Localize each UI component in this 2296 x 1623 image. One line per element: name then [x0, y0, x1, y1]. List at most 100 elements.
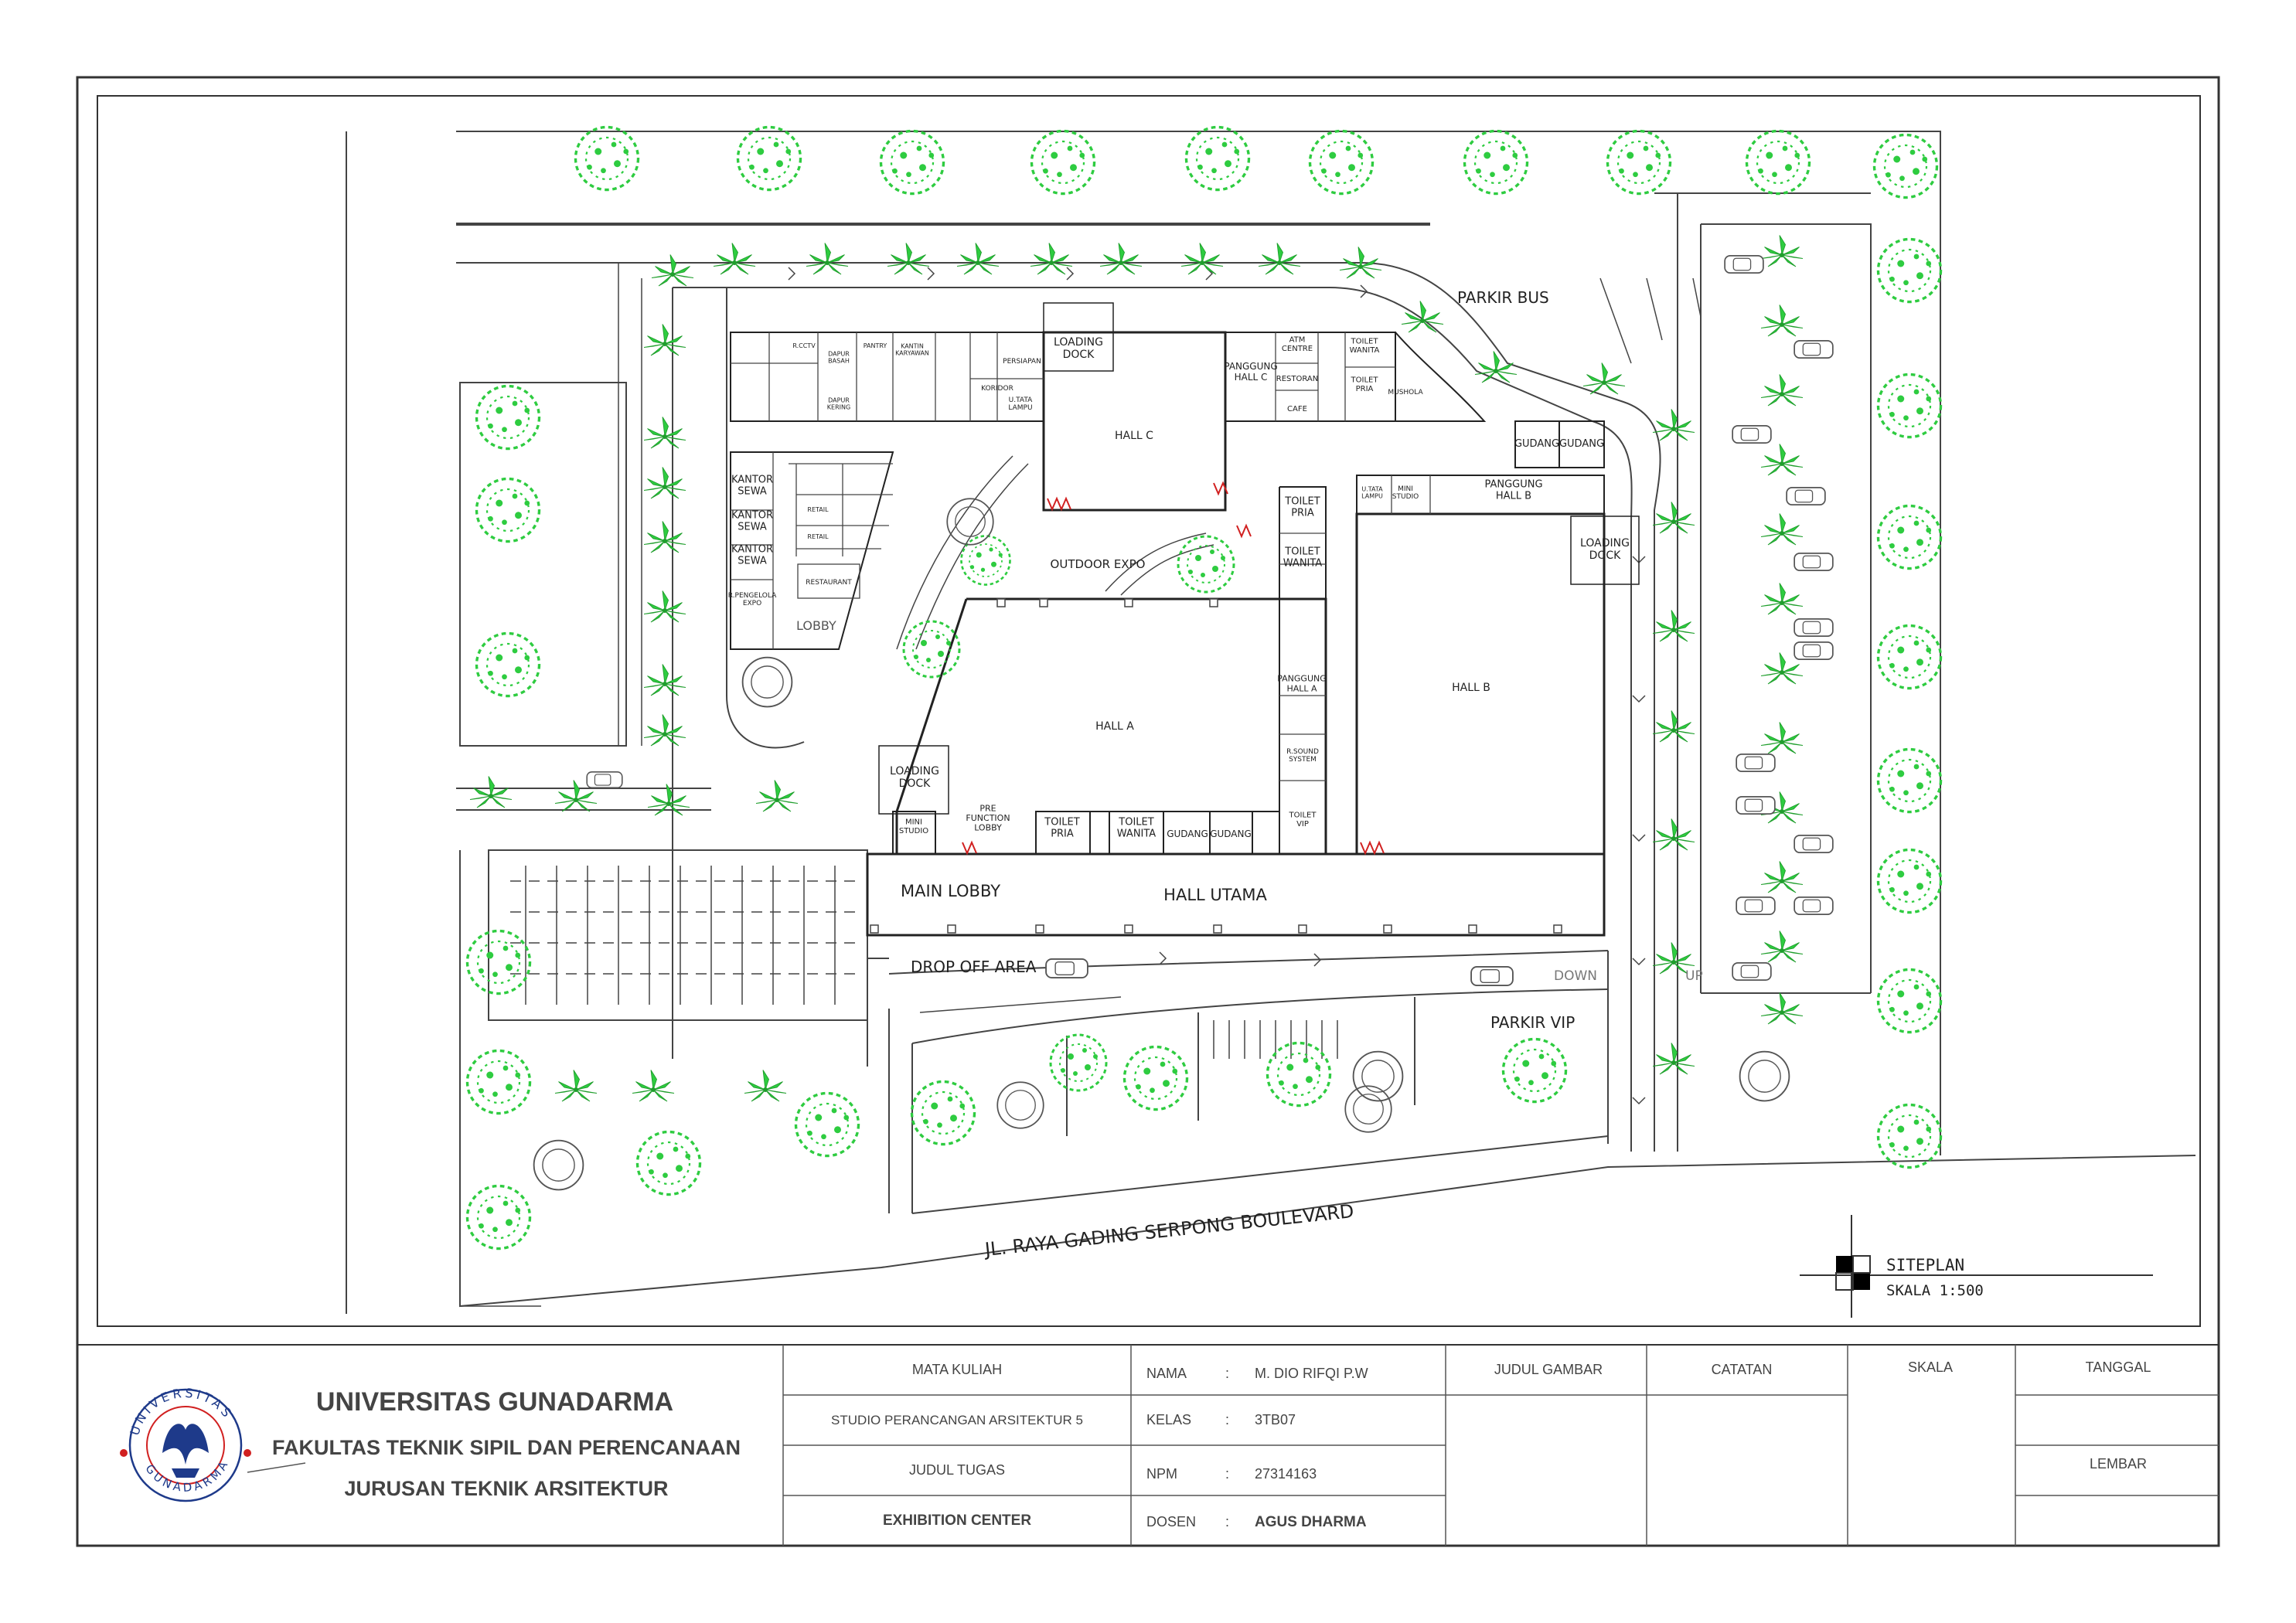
label-r-cctv: R.CCTV [792, 342, 816, 349]
department-name: JURUSAN TEKNIK ARSITEKTUR [344, 1477, 668, 1500]
outline-trees [533, 498, 1790, 1191]
doors [962, 481, 1385, 856]
site-boundary-east [456, 131, 1941, 1155]
label-parkir-vip: PARKIR VIP [1490, 1013, 1575, 1032]
label-cafe: CAFE [1287, 405, 1307, 413]
label-hall-utama: HALL UTAMA [1163, 886, 1267, 904]
drawing-frame [97, 95, 2201, 1327]
label-hall-b: HALL B [1452, 682, 1490, 694]
parked-cars [586, 255, 1834, 986]
traffic-arrows [788, 267, 1646, 1105]
siteplan-marker: SITEPLAN SKALA 1:500 [1800, 1215, 2153, 1318]
label-up: UP [1685, 968, 1703, 984]
label-road: JL. RAYA GADING SERPONG BOULEVARD [983, 1200, 1355, 1261]
tree-column-west [465, 384, 860, 1250]
vip-parking-stripes [1197, 1020, 1338, 1059]
label-gudang-ne-1: GUDANG [1514, 438, 1559, 450]
label-hall-a: HALL A [1095, 720, 1134, 733]
judul-tugas-label: JUDUL TUGAS [909, 1462, 1005, 1478]
label-main-lobby: MAIN LOBBY [901, 882, 1000, 900]
dosen-colon: : [1225, 1514, 1229, 1529]
label-drop-off-area: DROP OFF AREA [911, 958, 1037, 976]
lembar-label: LEMBAR [2090, 1456, 2147, 1472]
label-parkir-bus: PARKIR BUS [1457, 288, 1549, 307]
mata-kuliah-value: STUDIO PERANCANGAN ARSITEKTUR 5 [831, 1413, 1083, 1427]
tree-row-top [574, 125, 1939, 199]
title-block: UNIVERSITAS GUNADARMA UNIVERSITAS GUNADA… [77, 1344, 2219, 1546]
siteplan-scale: SKALA 1:500 [1886, 1282, 1984, 1299]
npm-label: NPM [1146, 1466, 1177, 1482]
parking-grid [510, 866, 858, 1005]
tree-group-south [902, 535, 1568, 1146]
npm-value: 27314163 [1255, 1466, 1317, 1482]
north-wing-partitions [731, 332, 1431, 781]
mata-kuliah-label: MATA KULIAH [912, 1362, 1002, 1377]
skala-label: SKALA [1908, 1359, 1953, 1375]
dosen-label: DOSEN [1146, 1514, 1196, 1529]
npm-colon: : [1225, 1466, 1229, 1482]
kelas-value: 3TB07 [1255, 1412, 1296, 1427]
label-pantry: PANTRY [864, 342, 887, 349]
label-gudang-ne-2: GUDANG [1559, 438, 1604, 450]
catatan-label: CATATAN [1712, 1362, 1773, 1377]
judul-tugas-value: EXHIBITION CENTER [883, 1512, 1031, 1529]
label-outdoor-expo: OUTDOOR EXPO [1051, 557, 1146, 571]
label-koridor: KORIDOR [981, 385, 1013, 393]
kelas-colon: : [1225, 1412, 1229, 1427]
label-retail-2: RETAIL [807, 533, 829, 540]
label-gudang-south-1: GUDANG [1167, 829, 1208, 839]
label-restaurant: RESTAURANT [806, 579, 852, 587]
tanggal-label: TANGGAL [2086, 1359, 2151, 1375]
label-persiapan: PERSIAPAN [1003, 358, 1041, 366]
palm-trees [469, 235, 1804, 1102]
label-gudang-south-2: GUDANG [1210, 829, 1252, 839]
kelas-label: KELAS [1146, 1412, 1191, 1427]
dosen-value: AGUS DHARMA [1255, 1514, 1367, 1530]
siteplan-title: SITEPLAN [1886, 1256, 1964, 1274]
building [730, 302, 1640, 937]
nama-label: NAMA [1146, 1366, 1187, 1381]
columns [870, 598, 1562, 934]
tree-column-east [1876, 237, 1943, 1169]
faculty-name: FAKULTAS TEKNIK SIPIL DAN PERENCANAAN [272, 1436, 741, 1459]
university-name: UNIVERSITAS GUNADARMA [316, 1387, 673, 1417]
nama-colon: : [1225, 1366, 1229, 1381]
label-down: DOWN [1554, 968, 1597, 984]
nama-value: M. DIO RIFQI P.W [1255, 1366, 1368, 1381]
judul-gambar-label: JUDUL GAMBAR [1494, 1362, 1603, 1377]
label-hall-c: HALL C [1115, 430, 1153, 442]
label-lobby: LOBBY [796, 618, 836, 633]
site-plan [346, 131, 2196, 1314]
label-restoran: RESTORAN [1276, 375, 1318, 383]
label-mushola: MUSHOLA [1388, 389, 1423, 396]
